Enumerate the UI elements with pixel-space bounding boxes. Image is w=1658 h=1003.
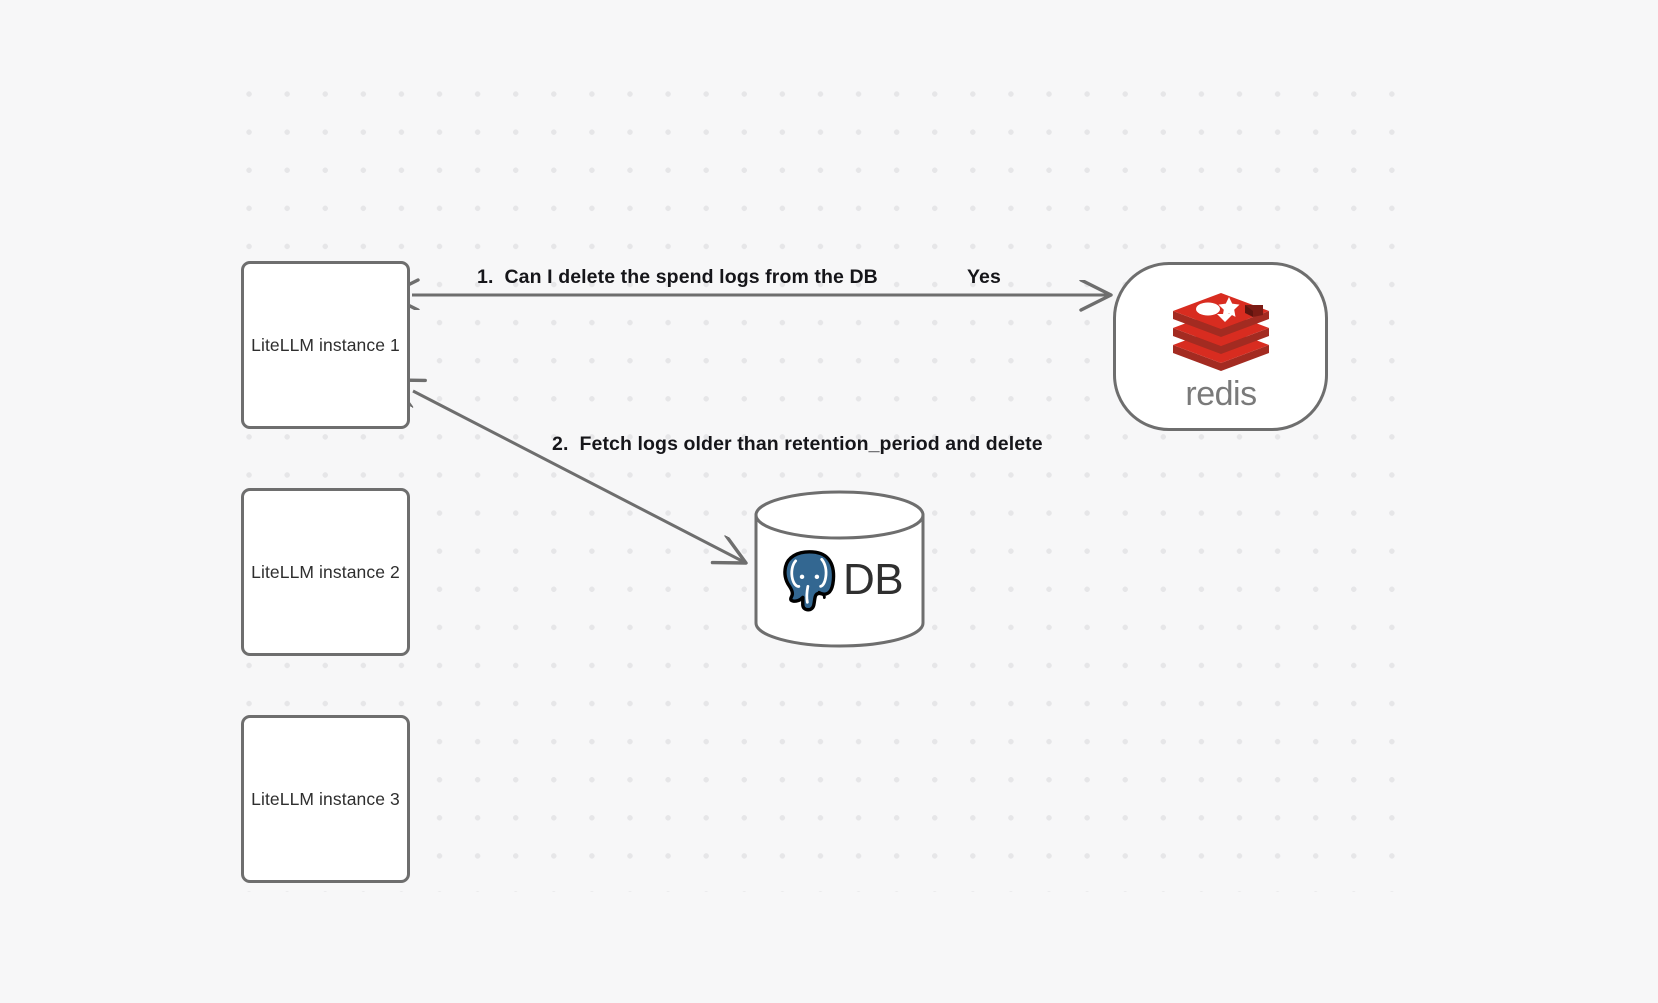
redis-wordmark-text: redis [1185, 376, 1256, 412]
postgres-db-label: DB [842, 555, 904, 604]
node-litellm-instance-2-label: LiteLLM instance 2 [251, 561, 400, 582]
node-redis[interactable]: redis [1113, 262, 1328, 431]
node-litellm-instance-1[interactable]: LiteLLM instance 1 [241, 261, 410, 429]
redis-wordmark: redis [1165, 375, 1277, 416]
node-litellm-instance-3[interactable]: LiteLLM instance 3 [241, 715, 410, 883]
cylinder-shape [754, 490, 925, 648]
node-postgres[interactable]: DB [753, 489, 926, 649]
edge-litellm1-postgres [413, 391, 746, 563]
edge-label-step-1-response: Yes [967, 266, 1001, 288]
postgresql-elephant-icon [783, 550, 836, 612]
node-litellm-instance-2[interactable]: LiteLLM instance 2 [241, 488, 410, 656]
redis-logo-icon [1165, 280, 1277, 378]
edge-label-step-2: 2. Fetch logs older than retention_perio… [552, 433, 1043, 455]
edge-label-step-1: 1. Can I delete the spend logs from the … [477, 266, 878, 288]
node-litellm-instance-3-label: LiteLLM instance 3 [251, 788, 400, 809]
node-litellm-instance-1-label: LiteLLM instance 1 [251, 334, 400, 355]
